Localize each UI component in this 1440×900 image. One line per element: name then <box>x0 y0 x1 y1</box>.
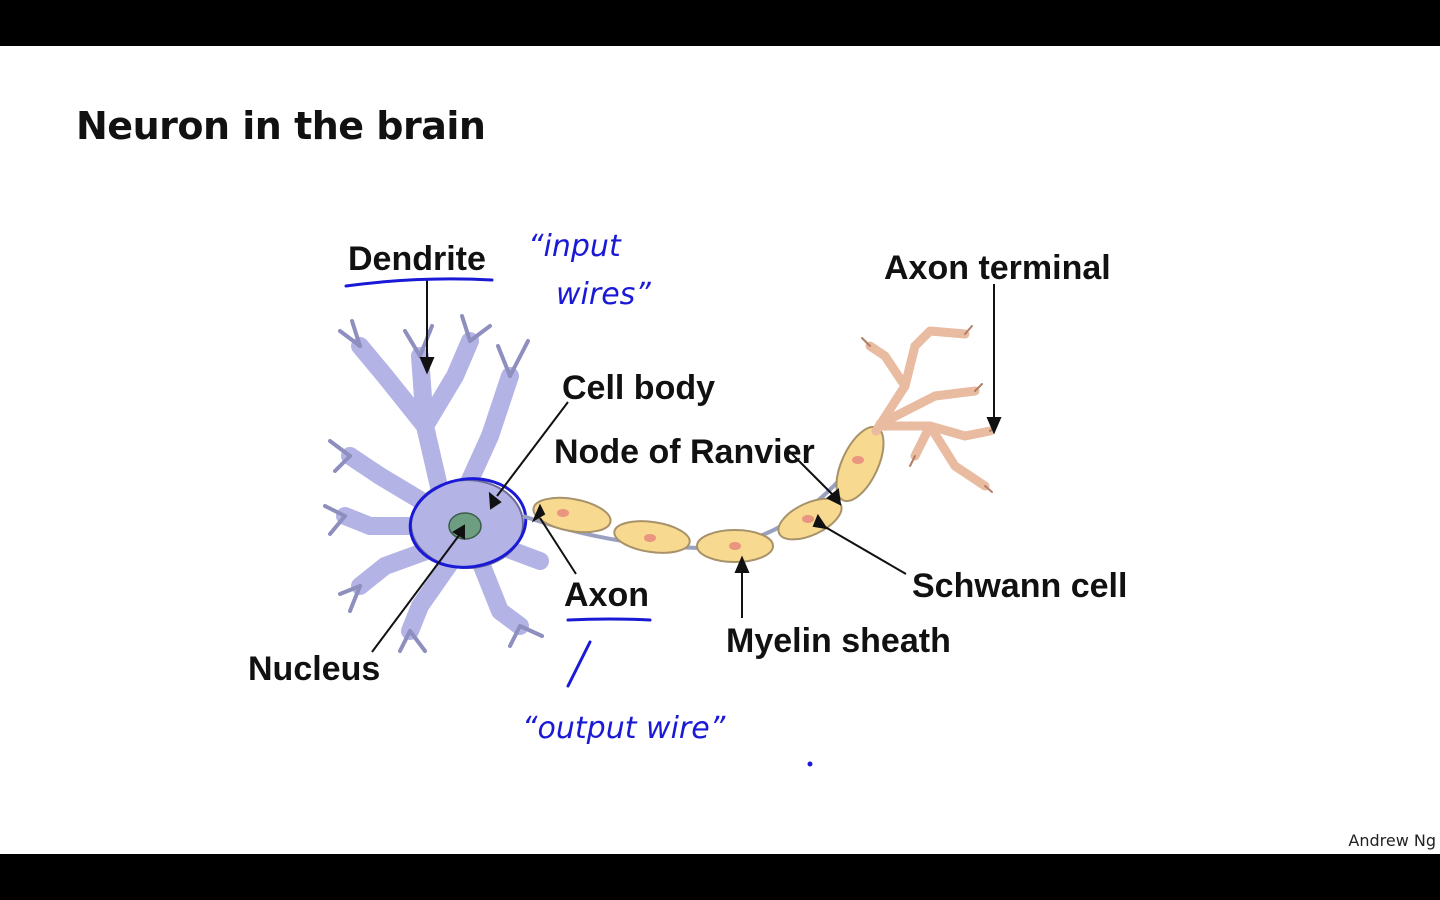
label-node-of-ranvier: Node of Ranvier <box>554 433 815 471</box>
ink-underline-axon <box>566 617 652 622</box>
label-axon-terminal: Axon terminal <box>884 249 1111 287</box>
label-dendrite: Dendrite <box>348 240 486 278</box>
dendrites <box>323 314 549 653</box>
slide-title: Neuron in the brain <box>76 104 486 148</box>
annotation-input-line1: “input <box>528 229 622 264</box>
annotation-output: “output wire” <box>522 711 726 746</box>
ink-underline-dendrite <box>344 277 494 288</box>
axon-terminal-branches <box>861 325 997 493</box>
label-cell-body: Cell body <box>562 369 715 407</box>
slide: Neuron in the brain <box>0 46 1440 854</box>
neuron-diagram: Dendrite Axon terminal Cell body Node of… <box>248 229 1127 767</box>
schwann-nuclei <box>557 456 864 550</box>
label-axon: Axon <box>564 576 649 614</box>
footer-author: Andrew Ng <box>1348 831 1436 850</box>
leader-lines <box>371 280 1002 653</box>
label-myelin-sheath: Myelin sheath <box>726 622 951 660</box>
label-schwann-cell: Schwann cell <box>912 567 1127 605</box>
ink-stroke-axon <box>566 640 592 688</box>
label-nucleus: Nucleus <box>248 650 380 688</box>
top-letterbox <box>0 0 1440 46</box>
bottom-letterbox <box>0 854 1440 900</box>
ink-dot <box>807 761 813 767</box>
annotation-input-line2: wires” <box>556 277 651 312</box>
